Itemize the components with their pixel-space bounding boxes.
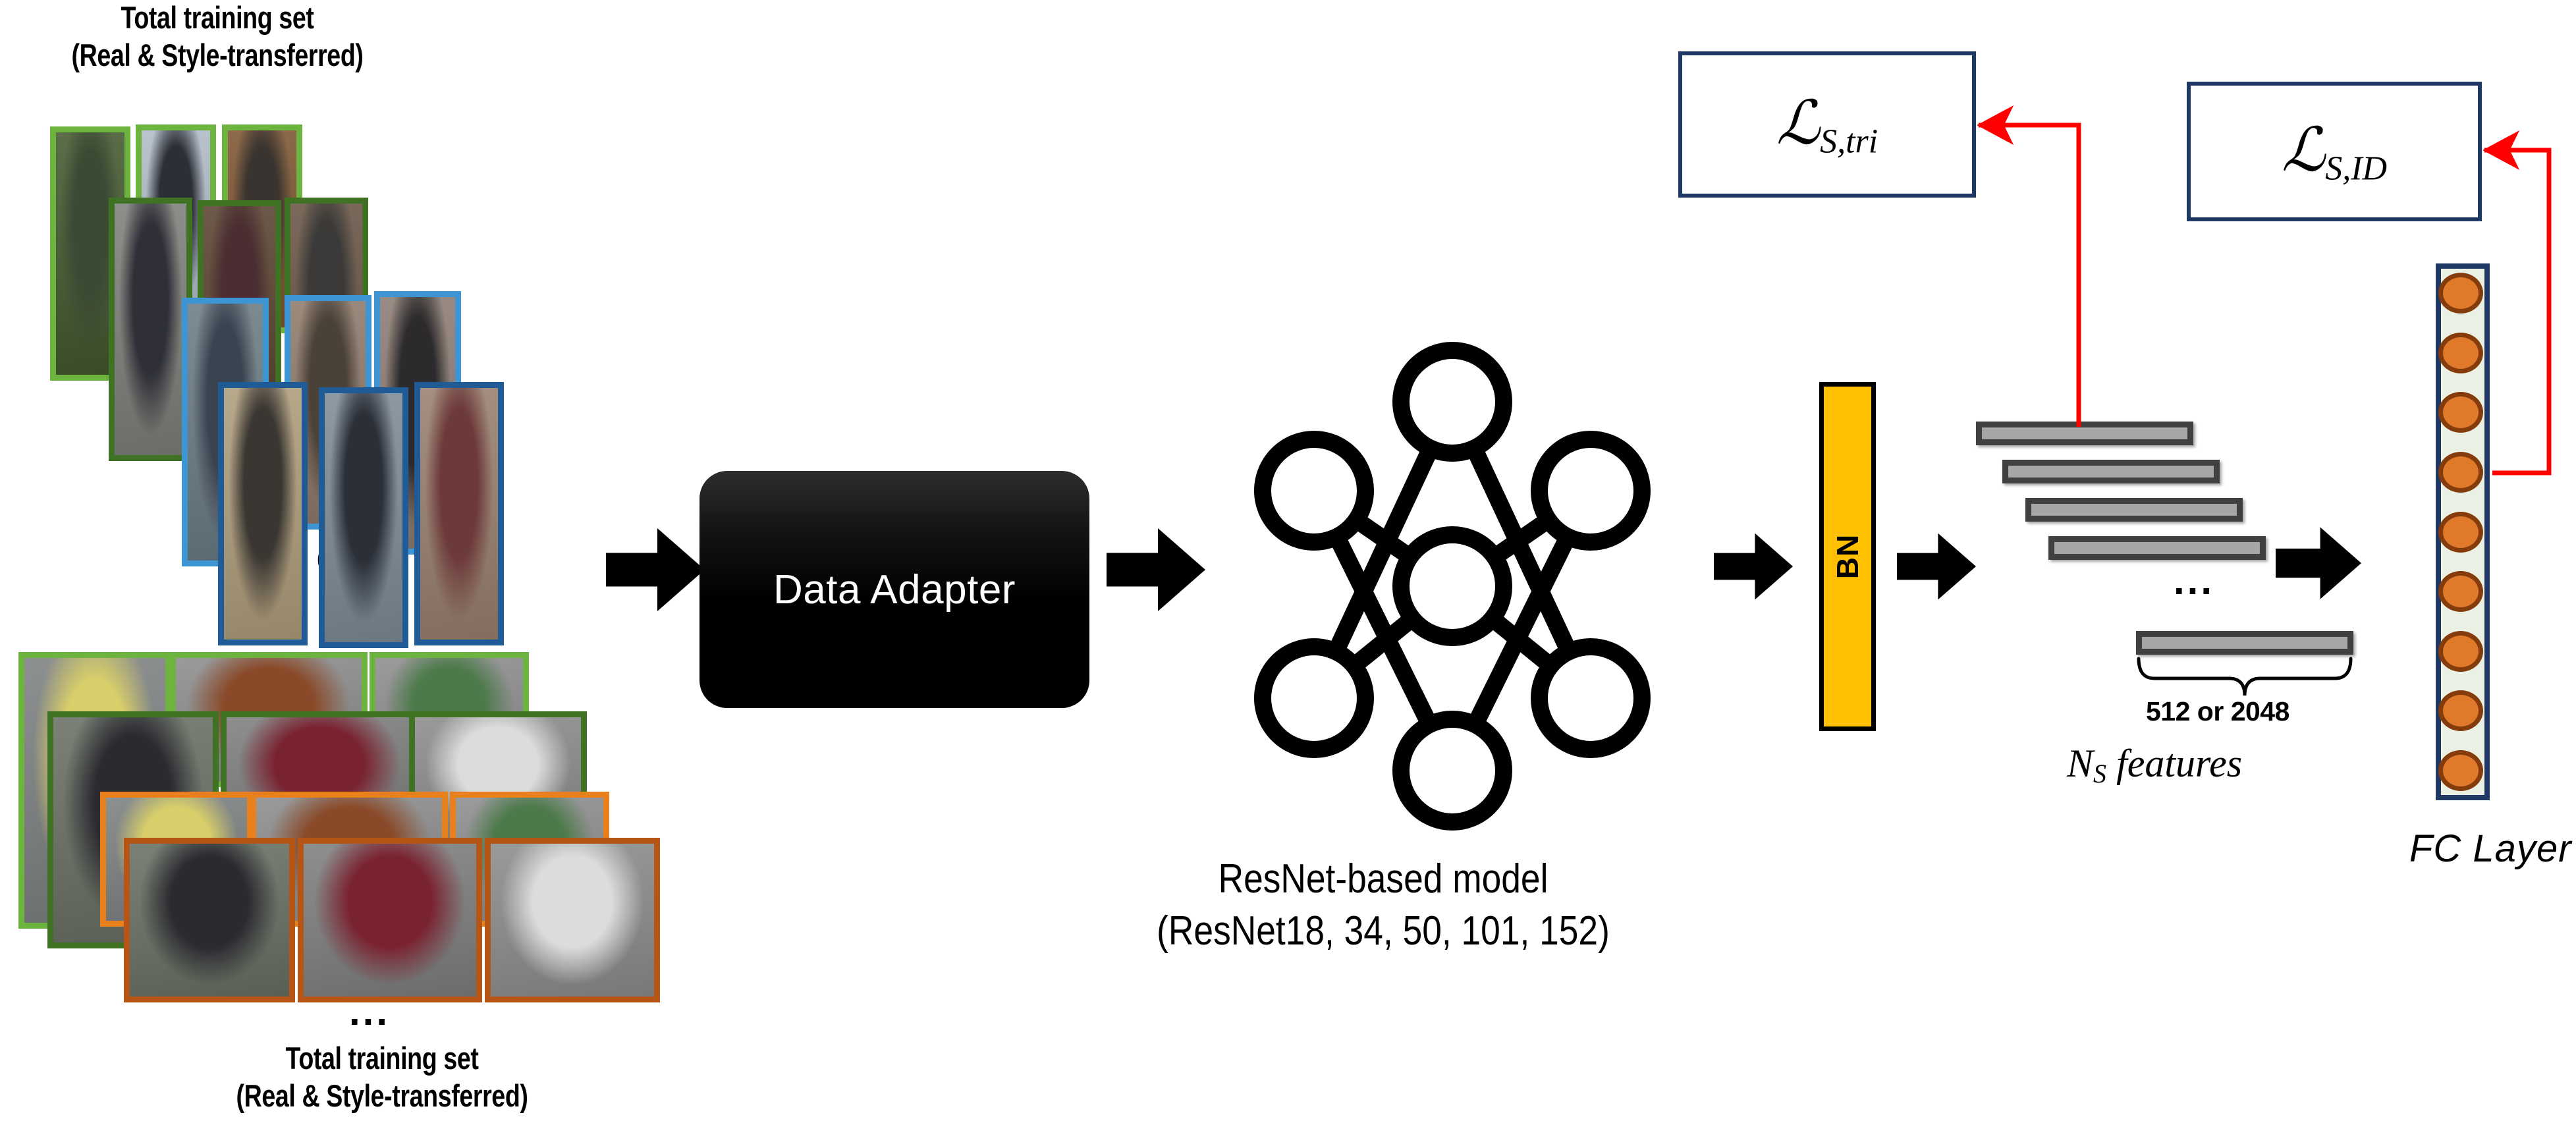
loss-triplet-sub: S,tri — [1820, 123, 1878, 161]
fc-neuron-3 — [2438, 392, 2483, 433]
feature-bar-3 — [2025, 498, 2243, 522]
person-caption-line1: Total training set — [121, 0, 314, 35]
vehicle-dataset-caption: Total training set (Real & Style-transfe… — [208, 1039, 556, 1115]
features-count-label: NS features — [2067, 741, 2242, 789]
fc-neuron-9 — [2438, 750, 2483, 791]
arrow-to-model — [1107, 520, 1205, 619]
crop-image — [304, 844, 476, 997]
person-dataset-caption: Total training set (Real & Style-transfe… — [43, 0, 391, 74]
loss-id-script: ℒ — [2281, 117, 2326, 184]
feature-bar-4 — [2048, 536, 2266, 560]
person-crop-p11 — [319, 387, 408, 648]
fc-neurons-group — [2438, 269, 2484, 795]
crop-image — [130, 844, 289, 997]
crop-image — [224, 388, 302, 640]
loss-triplet-formula: ℒS,tri — [1776, 88, 1878, 161]
arrow-to-features — [1897, 527, 1976, 606]
model-label-line1: ResNet-based model — [1218, 856, 1548, 902]
arrow-to-bn — [1714, 527, 1793, 606]
vehicle-crop-v12 — [485, 838, 660, 1002]
features-count-sub: S — [2093, 758, 2107, 788]
person-crop-p12 — [414, 382, 504, 645]
person-crop-p4 — [109, 198, 192, 461]
arrow-to-data-adapter — [606, 520, 705, 619]
person-crop-p10 — [218, 382, 308, 645]
loss-box-id[interactable]: ℒS,ID — [2187, 82, 2482, 221]
feature-bar-1 — [1976, 422, 2193, 445]
model-label-line2: (ResNet18, 34, 50, 101, 152) — [1157, 908, 1610, 954]
fc-neuron-6 — [2438, 571, 2483, 613]
crop-image — [491, 844, 654, 997]
data-adapter-block[interactable]: Data Adapter — [699, 471, 1089, 708]
feature-bar-2 — [2002, 460, 2220, 483]
data-adapter-label: Data Adapter — [773, 566, 1016, 613]
loss-id-formula: ℒS,ID — [2282, 115, 2387, 188]
fc-neuron-2 — [2438, 332, 2483, 373]
crop-image — [420, 388, 498, 640]
vehicle-caption-line2: (Real & Style-transferred) — [236, 1078, 528, 1114]
vehicle-image-collage — [0, 0, 685, 1027]
neural-network-icon — [1222, 329, 1683, 843]
arrow-to-fc-layer — [2276, 520, 2361, 606]
loss-triplet-script: ℒ — [1776, 90, 1821, 157]
fc-layer-column[interactable] — [2436, 263, 2490, 800]
vehicle-caption-line1: Total training set — [285, 1041, 479, 1076]
vehicle-crop-v11 — [298, 838, 482, 1002]
crop-image — [325, 393, 402, 642]
feature-dimension-label: 512 or 2048 — [2146, 696, 2289, 726]
fc-neuron-4 — [2438, 451, 2483, 493]
fc-neuron-7 — [2438, 630, 2483, 672]
fc-layer-label: FC Layer — [2409, 827, 2572, 870]
crop-image — [115, 204, 186, 455]
person-caption-line2: (Real & Style-transferred) — [71, 38, 364, 73]
batch-norm-block[interactable]: BN — [1819, 382, 1876, 731]
vehicle-crop-v10 — [124, 838, 295, 1002]
features-ellipsis: ... — [2174, 559, 2215, 603]
features-count-suffix: features — [2106, 742, 2243, 785]
fc-neuron-5 — [2438, 511, 2483, 553]
fc-neuron-1 — [2438, 273, 2483, 314]
model-label: ResNet-based model (ResNet18, 34, 50, 10… — [1083, 853, 1684, 958]
features-count-n: N — [2067, 742, 2094, 785]
loss-box-triplet[interactable]: ℒS,tri — [1678, 51, 1976, 198]
loss-id-sub: S,ID — [2325, 150, 2388, 188]
feature-bar-5 — [2136, 631, 2353, 655]
person-image-collage — [0, 0, 566, 665]
fc-neuron-8 — [2438, 690, 2483, 732]
